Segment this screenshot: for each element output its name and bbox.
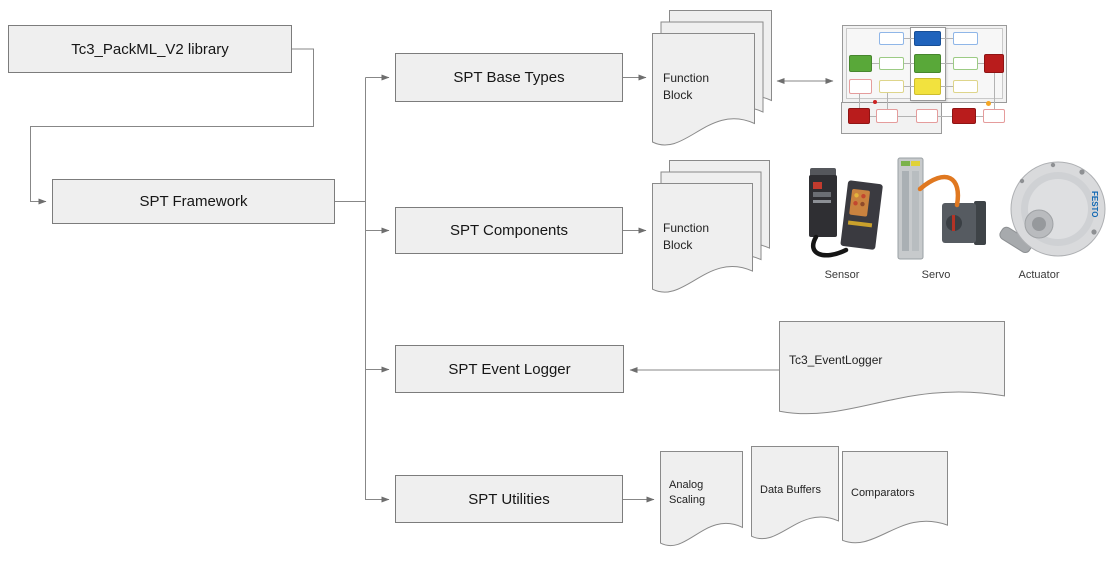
state-box-yellow-outline (879, 80, 904, 93)
state-link (898, 116, 916, 117)
function-block-label: Function Block (663, 71, 710, 102)
state-box-green (914, 54, 941, 73)
tc3-eventlogger-label: Tc3_EventLogger (789, 353, 883, 367)
function-block-label: Function Block (663, 221, 710, 252)
state-box-yellow (914, 78, 941, 95)
state-box-blue-outline (879, 32, 904, 45)
data-buffers-label: Data Buffers (760, 484, 821, 496)
servo-photo (890, 153, 992, 265)
state-box-red-outline (876, 109, 898, 123)
state-link (904, 63, 914, 64)
state-link (994, 73, 995, 109)
sensor-photo (800, 158, 890, 264)
analog-scaling-doc: Analog Scaling (660, 451, 743, 557)
state-box-blue-outline (953, 32, 978, 45)
state-link (872, 63, 879, 64)
state-box-red (848, 108, 870, 124)
state-box-red-outline (916, 109, 938, 123)
state-link (941, 86, 953, 87)
state-link (978, 63, 984, 64)
festo-brand-text: FESTO (1090, 191, 1099, 218)
comparators-doc: Comparators (842, 451, 948, 553)
function-block-stack-components: Function Block (652, 160, 772, 302)
state-link (904, 38, 914, 39)
comparators-label: Comparators (851, 487, 915, 499)
state-box-red (984, 54, 1004, 73)
state-box-green (849, 55, 872, 72)
connector-library-to-framework (30, 48, 314, 205)
sensor-label: Sensor (824, 269, 860, 281)
red-dot (873, 100, 877, 104)
state-link (941, 63, 953, 64)
state-box-blue (914, 31, 941, 46)
state-link (904, 86, 914, 87)
state-box-green-outline (879, 57, 904, 70)
state-box-red-outline (849, 79, 872, 94)
servo-illustration (897, 157, 986, 260)
base-types-box: SPT Base Types (395, 53, 623, 102)
utilities-box: SPT Utilities (395, 475, 623, 523)
servo-label: Servo (921, 269, 951, 281)
state-link (887, 93, 888, 109)
analog-scaling-label: Analog Scaling (669, 479, 706, 506)
state-box-red-outline (983, 109, 1005, 123)
framework-box: SPT Framework (52, 179, 335, 224)
state-link (938, 116, 952, 117)
library-box: Tc3_PackML_V2 library (8, 25, 292, 73)
function-block-stack-base-types: Function Block (652, 10, 774, 154)
state-box-red (952, 108, 976, 124)
state-box-yellow-outline (953, 80, 978, 93)
actuator-photo: FESTO (995, 158, 1107, 266)
state-link (859, 94, 860, 108)
components-box: SPT Components (395, 207, 623, 254)
state-link (941, 38, 953, 39)
state-link (870, 116, 876, 117)
tc3-eventlogger-doc: Tc3_EventLogger (779, 321, 1005, 425)
event-logger-box: SPT Event Logger (395, 345, 624, 393)
state-link (976, 116, 983, 117)
packml-state-diagram (840, 24, 1010, 136)
sensor-illustration (809, 168, 883, 258)
state-box-green-outline (953, 57, 978, 70)
actuator-illustration: FESTO (999, 161, 1106, 257)
data-buffers-doc: Data Buffers (751, 446, 839, 550)
orange-dot (986, 101, 991, 106)
actuator-label: Actuator (1018, 269, 1060, 281)
